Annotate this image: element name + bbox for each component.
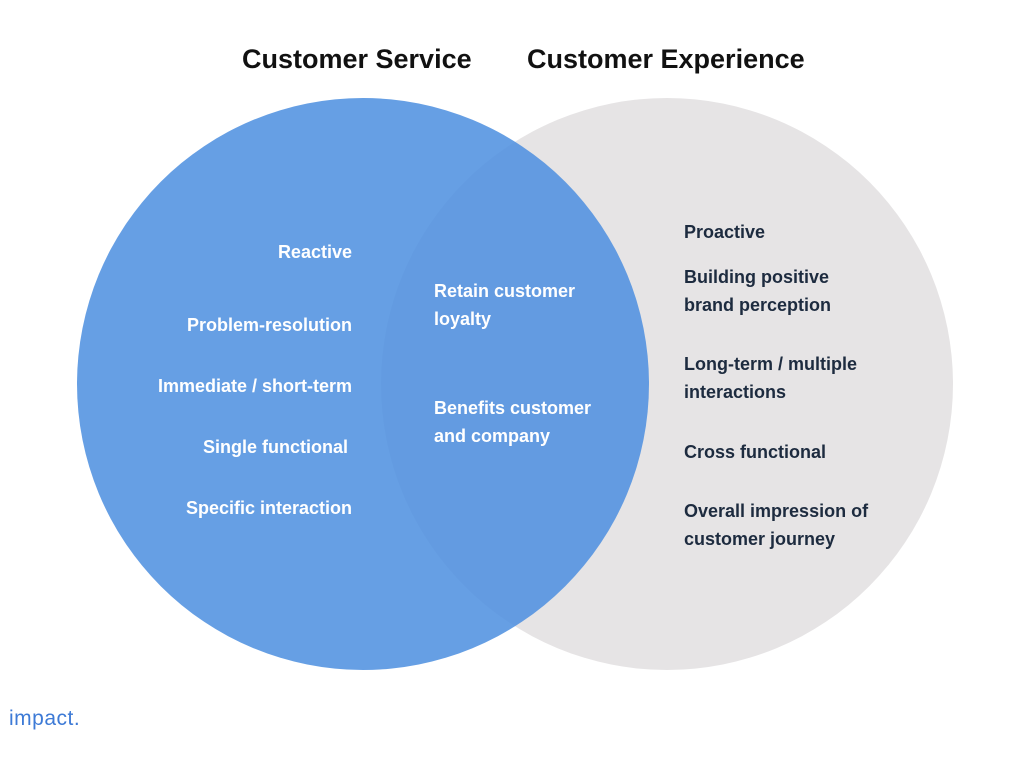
right-item-line: interactions	[684, 382, 787, 402]
left-item-problem-resolution: Problem-resolution	[186, 315, 352, 335]
right-item-line: Proactive	[684, 222, 766, 242]
center-item-line: loyalty	[434, 309, 492, 329]
left-item-immediate: Immediate / short-term	[157, 376, 352, 396]
right-item-line: brand perception	[684, 295, 832, 315]
center-item-line: and company	[434, 426, 551, 446]
right-item-brand-perception: Building positive brand perception	[684, 263, 831, 319]
center-item-line: Retain customer	[434, 281, 576, 301]
customer-experience-title: Customer Experience	[527, 44, 805, 74]
right-item-long-term: Long-term / multiple interactions	[684, 350, 857, 406]
right-item-proactive: Proactive	[684, 218, 765, 246]
center-item-line: Benefits customer	[434, 398, 592, 418]
right-item-line: Cross functional	[684, 442, 827, 462]
impact-logo: impact.	[9, 707, 81, 730]
right-item-line: Building positive	[684, 267, 830, 287]
center-item-benefits: Benefits customer and company	[434, 394, 591, 450]
customer-service-title: Customer Service	[242, 44, 472, 74]
left-item-specific-interaction: Specific interaction	[185, 498, 352, 518]
right-item-line: customer journey	[684, 529, 836, 549]
right-item-line: Long-term / multiple	[684, 354, 857, 374]
left-item-reactive: Reactive	[277, 242, 352, 262]
right-item-line: Overall impression of	[684, 501, 869, 521]
right-item-cross-functional: Cross functional	[684, 438, 826, 466]
right-item-overall-impression: Overall impression of customer journey	[684, 497, 868, 553]
center-item-retain-loyalty: Retain customer loyalty	[434, 277, 575, 333]
customer-service-circle	[77, 98, 649, 670]
left-item-single-functional: Single functional	[202, 437, 348, 457]
